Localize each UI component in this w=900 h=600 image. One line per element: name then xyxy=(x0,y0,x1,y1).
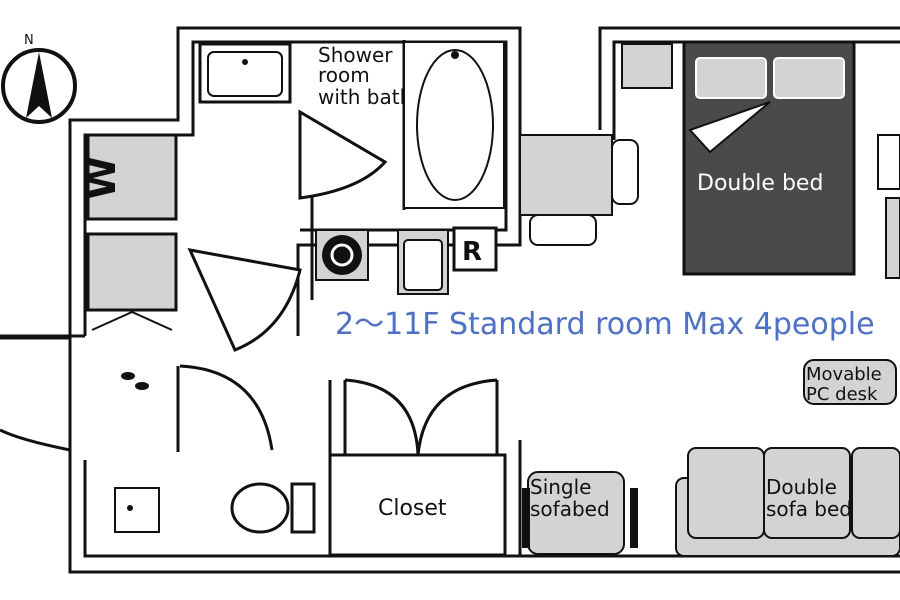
single-sofabed-label-line2: sofabed xyxy=(530,497,610,521)
compass-north-label: N xyxy=(24,33,34,48)
bathtub xyxy=(403,41,505,209)
toilet xyxy=(230,482,316,534)
plan-title: 2〜11F Standard room Max 4people xyxy=(335,307,875,342)
pc-desk-label-line1: Movable xyxy=(806,364,882,385)
storage-cabinet xyxy=(86,232,178,331)
toilet-room-door xyxy=(179,364,274,451)
entry-door xyxy=(0,336,72,452)
shower-label-line2: room xyxy=(318,63,370,87)
fridge: R xyxy=(452,226,498,272)
closet: Closet xyxy=(328,378,507,557)
toilet-sink xyxy=(114,487,160,533)
closet-label: Closet xyxy=(378,496,447,521)
hall-door xyxy=(187,248,302,352)
desk xyxy=(519,134,613,216)
wardrobe-top xyxy=(621,43,673,89)
double-bed: Double bed xyxy=(682,40,856,276)
single-sofabed: Single sofabed xyxy=(522,471,638,555)
washer-mark: W xyxy=(79,156,125,200)
double-sofabed-label-line2: sofa bed xyxy=(766,497,852,521)
compass: N xyxy=(1,33,77,124)
movable-pc-desk: Movable PC desk xyxy=(803,359,897,405)
double-bed-label: Double bed xyxy=(697,171,823,196)
pc-desk-label-line2: PC desk xyxy=(806,384,878,405)
fridge-mark: R xyxy=(462,237,482,267)
kitchen-sink xyxy=(397,229,449,295)
bathroom-door xyxy=(298,109,388,200)
chair xyxy=(611,139,639,205)
side-table xyxy=(877,134,900,279)
washbasin xyxy=(198,42,292,104)
double-sofabed: Double sofa bed xyxy=(675,447,900,557)
single-sofabed-label-line1: Single xyxy=(530,475,591,499)
stove xyxy=(315,229,369,281)
double-sofabed-label-line1: Double xyxy=(766,475,837,499)
chair xyxy=(529,214,597,246)
shower-label-line1: Shower xyxy=(318,43,393,67)
washer: W xyxy=(79,133,178,221)
